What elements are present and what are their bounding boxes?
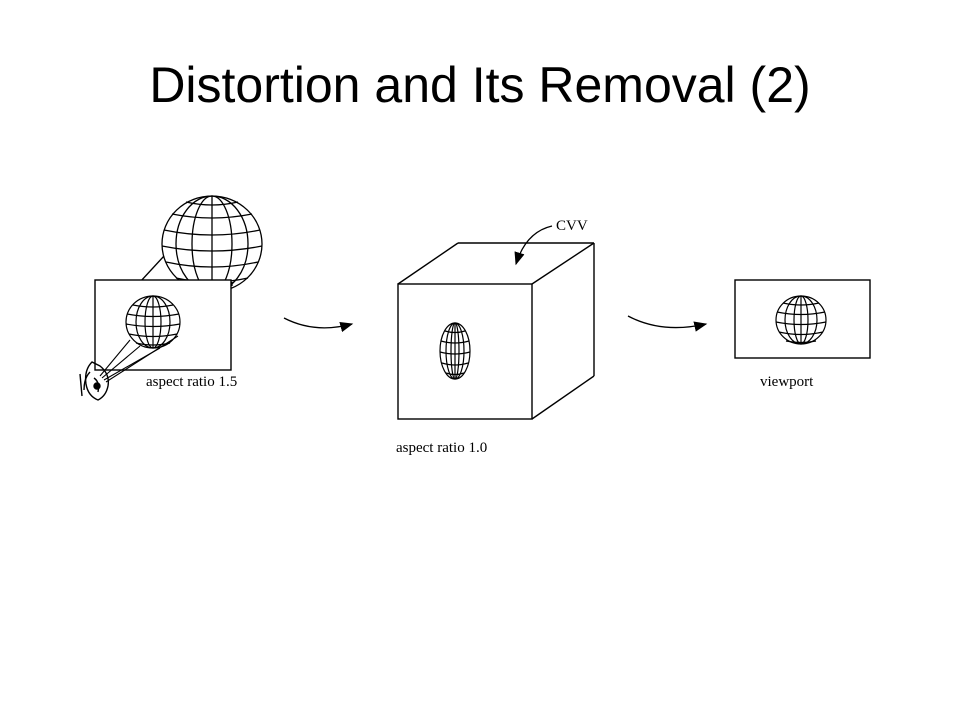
eye-icon [79,361,110,401]
cvv-pointer-arrow [514,225,553,266]
viewport-sphere [775,295,827,345]
small-sphere-left [125,295,181,349]
label-aspect-1-5: aspect ratio 1.5 [146,374,237,390]
cvv-cube [397,242,595,420]
distorted-sphere [439,322,471,380]
view-window-left [94,279,232,371]
arrow-left-to-cvv [283,317,354,333]
arrow-cvv-to-viewport [627,315,708,332]
projection-lines [99,335,179,383]
world-sphere [139,195,263,293]
viewport-window [734,279,871,359]
label-cvv: CVV [556,218,588,234]
slide-title: Distortion and Its Removal (2) [149,57,811,113]
label-viewport: viewport [760,374,814,390]
label-aspect-1-0: aspect ratio 1.0 [396,440,487,456]
